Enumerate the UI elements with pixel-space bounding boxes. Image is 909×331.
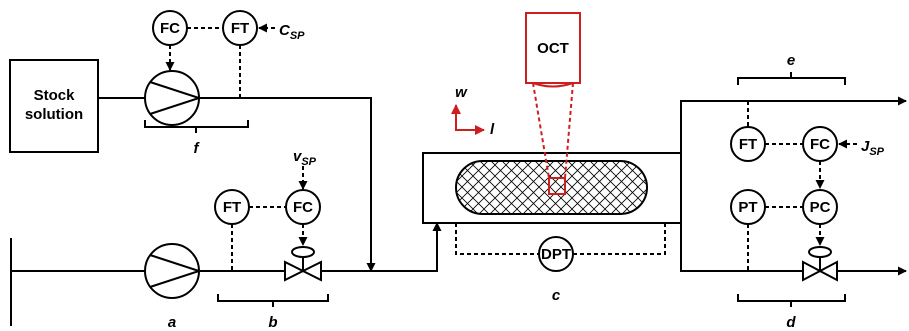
control-valve-b-icon: [284, 246, 322, 282]
stock-feed-pipe: [199, 97, 376, 272]
oct-beam-left: [532, 82, 550, 179]
ft-top-label: FT: [231, 20, 249, 37]
stock-solution-label-line2: solution: [25, 106, 83, 123]
bracket-d: [737, 294, 846, 307]
fc-top-label: FC: [160, 20, 180, 37]
bracket-e: [737, 72, 846, 85]
v-setpoint-label: vSP: [293, 148, 317, 168]
oct-beam-right: [564, 82, 574, 179]
group-label-b: b: [268, 314, 277, 331]
stock-solution-label-line1: Stock: [34, 87, 76, 104]
oct-label: OCT: [537, 40, 569, 57]
stock-solution-box: [9, 59, 99, 153]
dpt-left-signal: [455, 223, 539, 255]
group-label-f: f: [194, 140, 201, 157]
group-label-d: d: [786, 314, 796, 331]
group-label-c: c: [552, 287, 561, 304]
group-label-a: a: [168, 314, 176, 331]
dpt-label: DPT: [541, 246, 571, 263]
valve-to-module-pipe: [321, 222, 442, 272]
ft-right-label: FT: [739, 136, 757, 153]
dpt-right-signal: [573, 223, 666, 255]
bracket-f: [144, 120, 249, 133]
membrane-element: [455, 160, 648, 215]
pt-right-label: PT: [738, 199, 757, 216]
j-setpoint-label: JSP: [861, 138, 885, 158]
ft-b-label: FT: [223, 199, 241, 216]
axis-w-label: w: [455, 84, 468, 101]
bracket-b: [217, 294, 329, 307]
permeate-outlet-pipe: [680, 96, 907, 162]
oct-scan-region: [548, 177, 566, 195]
axis-l-label: l: [490, 121, 495, 138]
oct-lens: [532, 82, 574, 88]
group-label-e: e: [787, 52, 795, 69]
dpt-circle: [538, 236, 574, 272]
fc-right-label: FC: [810, 136, 830, 153]
c-setpoint-label: CSP: [279, 22, 305, 42]
main-pump-icon: [144, 243, 203, 299]
oct-box: [525, 12, 581, 84]
retentate-outlet-pipe: [680, 214, 803, 272]
stock-pump-icon: [144, 70, 203, 126]
control-valve-d-icon: [802, 246, 838, 282]
fc-b-label: FC: [293, 199, 313, 216]
pc-right-label: PC: [810, 199, 831, 216]
